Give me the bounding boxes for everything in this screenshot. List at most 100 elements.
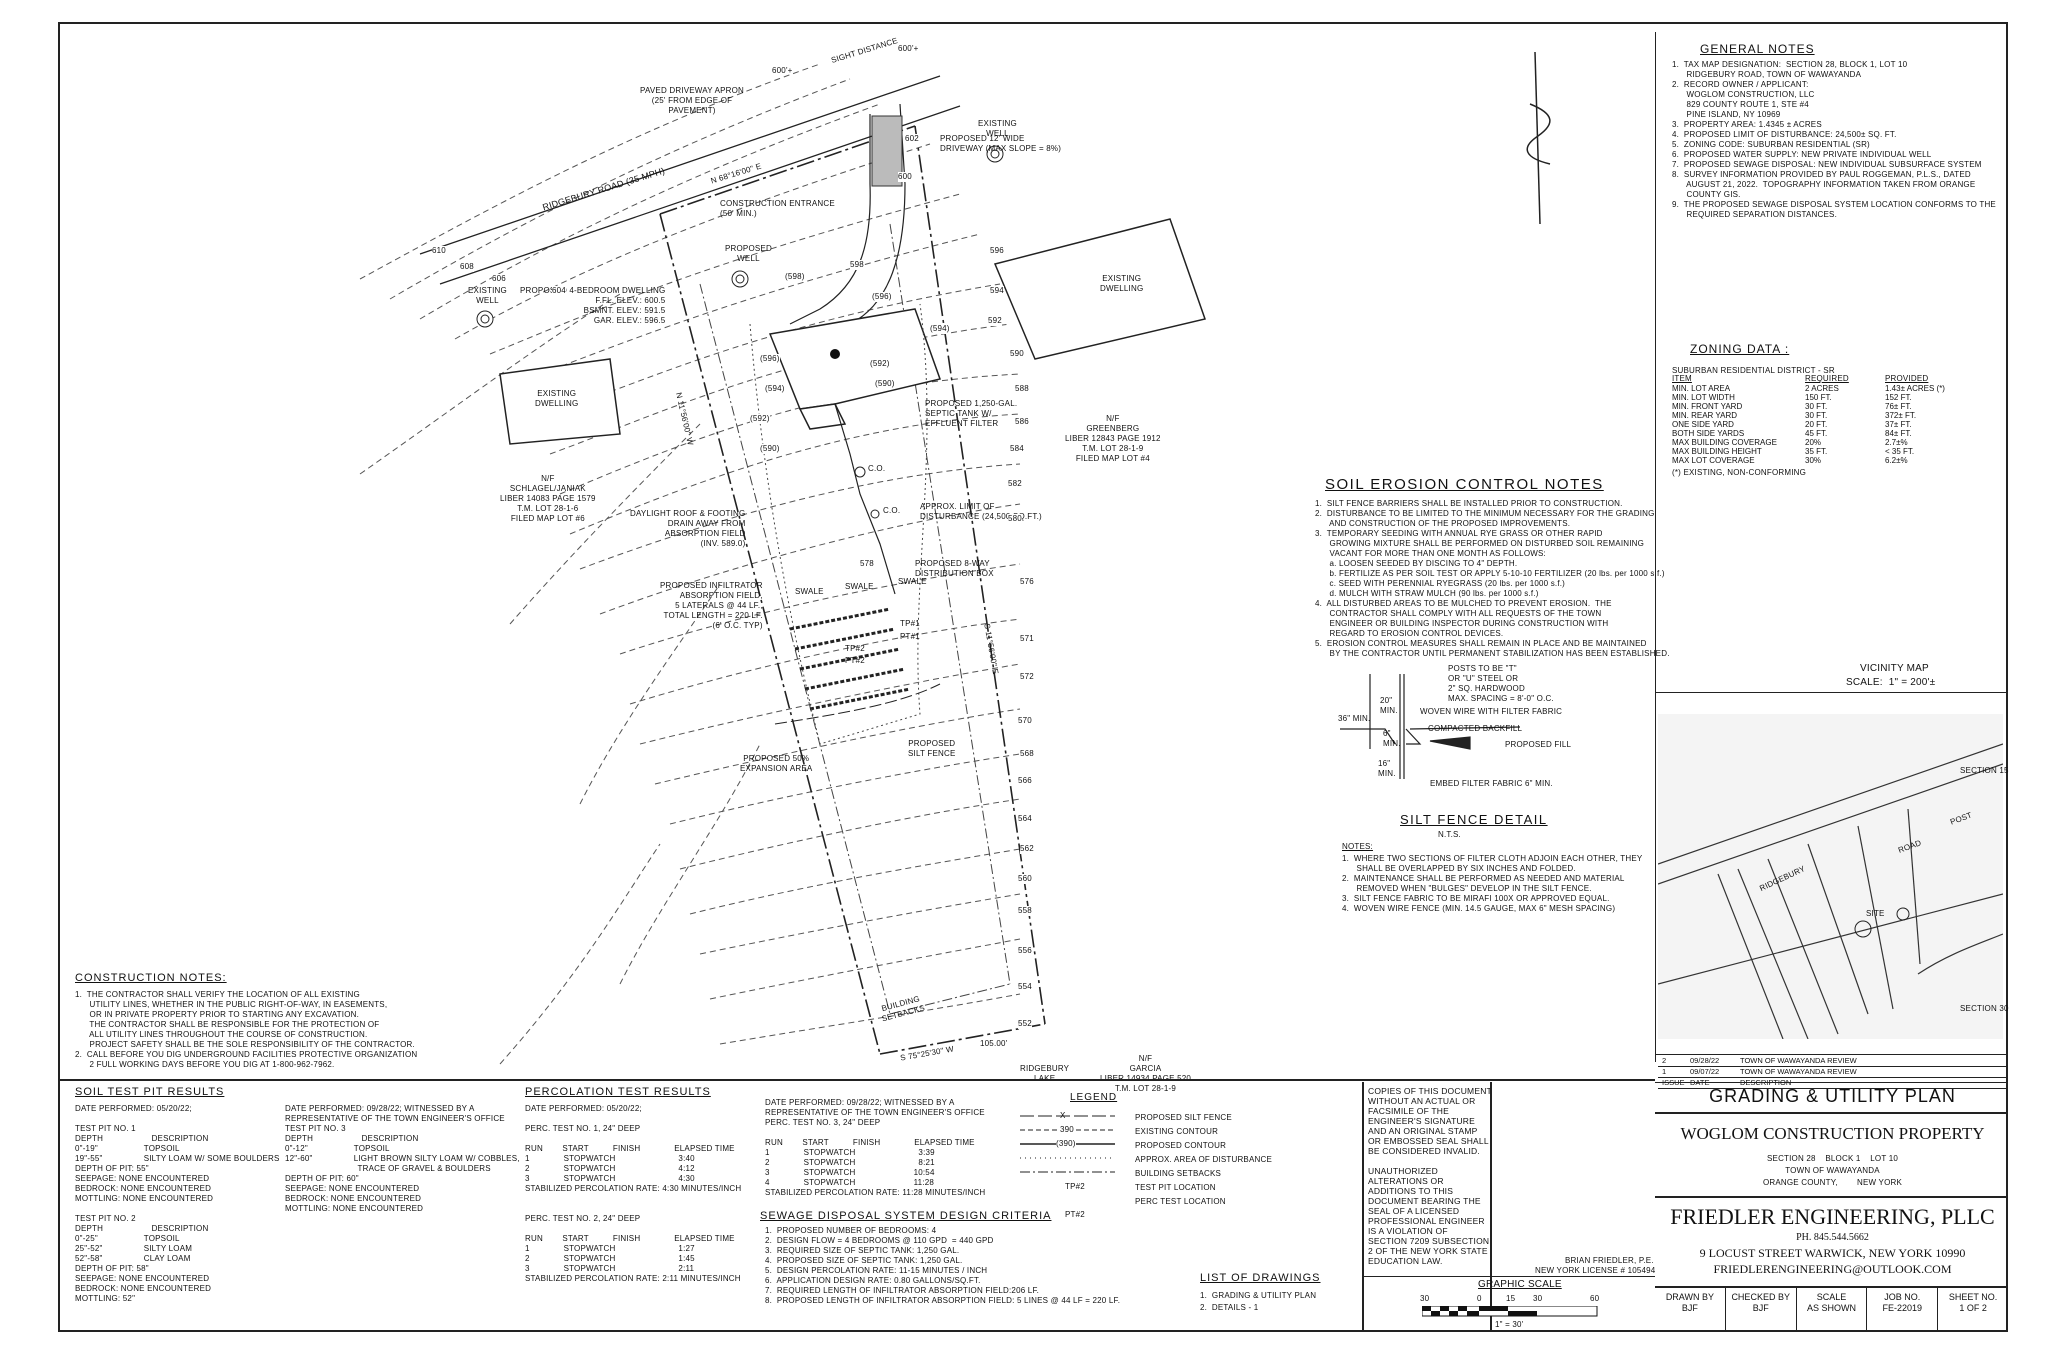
title-cell-value: BJF — [1681, 1303, 1698, 1313]
zoning-cell: 35 FT. — [1805, 447, 1828, 456]
perc-test-line: 3 STOPWATCH 2:11 — [525, 1264, 695, 1273]
engineer-license: NEW YORK LICENSE # 105494 — [1535, 1266, 1656, 1275]
silt-woven-label: WOVEN WIRE WITH FILTER FABRIC — [1420, 707, 1563, 716]
vicinity-top-rule — [1655, 692, 2008, 693]
vicinity-map — [1658, 714, 2003, 1039]
legend-item: APPROX. AREA OF DISTURBANCE — [1135, 1155, 1272, 1164]
title-cell-label: SHEET NO. — [1948, 1292, 1998, 1302]
general-note-line: 2. RECORD OWNER / APPLICANT: — [1672, 80, 1809, 89]
silt-posts-label: POSTS TO BE "T" OR "U" STEEL OR 2" SQ. H… — [1448, 664, 1554, 703]
revision-top-rule — [1655, 1054, 2008, 1055]
soil-test-line: MOTTLING: NONE ENCOUNTERED — [75, 1194, 214, 1203]
silt-dim-16: 16" MIN. — [1378, 759, 1396, 778]
zoning-cell: MIN. LOT WIDTH — [1672, 393, 1735, 402]
perc-test-line — [525, 1194, 741, 1204]
garcia-parcel-label: N/F GARCIA LIBER 14934 PAGE 520 T.M. LOT… — [1100, 1054, 1191, 1093]
perc-test-right: DATE PERFORMED: 09/28/22; WITNESSED BY A… — [765, 1098, 985, 1198]
north-arrow-icon — [1526, 51, 1551, 225]
zoning-cell: 45 FT. — [1805, 429, 1828, 438]
soil-erosion-line: a. LOOSEN SEEDED BY DISCING TO 4" DEPTH. — [1315, 559, 1518, 568]
construction-note-line: PROJECT SAFETY SHALL BE THE SOLE RESPONS… — [75, 1040, 415, 1049]
silt-note-line: 2. MAINTENANCE SHALL BE PERFORMED AS NEE… — [1342, 874, 1625, 883]
test-pit-1-label: TP#1 — [900, 619, 920, 628]
firm-email: FRIEDLERENGINEERING@OUTLOOK.COM — [1713, 1262, 1952, 1276]
soil-test-line: 52"-58" CLAY LOAM — [75, 1254, 191, 1263]
revision-cell: 1 — [1662, 1067, 1667, 1076]
sewage-line: 5. DESIGN PERCOLATION RATE: 11-15 MINUTE… — [765, 1266, 988, 1275]
proposed-contour-label: (596) — [760, 354, 780, 364]
general-note-line: 3. PROPERTY AREA: 1.4345 ± ACRES — [1672, 120, 1822, 129]
revision-cell: 2 — [1662, 1056, 1667, 1065]
title-block-rule-2 — [1655, 1196, 2008, 1198]
construction-entrance-label: CONSTRUCTION ENTRANCE (50' MIN.) — [720, 199, 835, 218]
contour-label: 571 — [1020, 634, 1034, 644]
swale-label-2: SWALE — [845, 582, 874, 591]
south-distance-label: 105.00' — [980, 1039, 1008, 1048]
soil-test-line: TEST PIT NO. 2 — [75, 1214, 136, 1223]
soil-erosion-title: SOIL EROSION CONTROL NOTES — [1325, 476, 1604, 493]
silt-note-line: 4. WOVEN WIRE FENCE (MIN. 14.5 GAUGE, MA… — [1342, 904, 1616, 913]
revision-cell: TOWN OF WAWAYANDA REVIEW — [1740, 1067, 1857, 1076]
distribution-box-label: PROPOSED 8-WAY DISTRIBUTION BOX — [915, 559, 994, 578]
construction-note-line: 2. CALL BEFORE YOU DIG UNDERGROUND FACIL… — [75, 1050, 418, 1059]
general-note-line: AUGUST 21, 2022. TOPOGRAPHY INFORMATION … — [1672, 180, 1976, 189]
soil-test-line: DEPTH DESCRIPTION — [75, 1134, 209, 1143]
general-note-line: 829 COUNTY ROUTE 1, STE #4 — [1672, 100, 1809, 109]
soil-erosion-line: 1. SILT FENCE BARRIERS SHALL BE INSTALLE… — [1315, 499, 1623, 508]
general-notes-list: 1. TAX MAP DESIGNATION: SECTION 28, BLOC… — [1672, 60, 1996, 220]
driveway-label: PROPOSED 12' WIDE DRIVEWAY (MAX SLOPE = … — [940, 134, 1062, 153]
soil-erosion-line: d. MULCH WITH STRAW MULCH (90 lbs. per 1… — [1315, 589, 1539, 598]
right-panel-divider — [1655, 32, 1656, 1062]
title-cell-label: CHECKED BY — [1731, 1292, 1790, 1302]
zoning-cell: 372± FT. — [1885, 411, 1917, 420]
sewage-line: 3. REQUIRED SIZE OF SEPTIC TANK: 1,250 G… — [765, 1246, 960, 1255]
soil-test-line: SEEPAGE: NONE ENCOUNTERED — [75, 1274, 210, 1283]
soil-test-line: BEDROCK: NONE ENCOUNTERED — [75, 1184, 212, 1193]
construction-note-line: OR IN PRIVATE PROPERTY PRIOR TO STARTING… — [75, 1010, 360, 1019]
construction-note-line: 1. THE CONTRACTOR SHALL VERIFY THE LOCAT… — [75, 990, 360, 999]
firm-address: 9 LOCUST STREET WARWICK, NEW YORK 10990 — [1699, 1246, 1966, 1260]
zoning-cell: 152 FT. — [1885, 393, 1912, 402]
zoning-cell: MIN. REAR YARD — [1672, 411, 1738, 420]
plan-title: GRADING & UTILITY PLAN — [1709, 1086, 1956, 1106]
zoning-cell: 20% — [1805, 438, 1822, 447]
general-note-line: WOGLOM CONSTRUCTION, LLC — [1672, 90, 1815, 99]
soil-test-line: TEST PIT NO. 1 — [75, 1124, 136, 1133]
vicinity-scale: SCALE: 1" = 200'± — [1846, 677, 1936, 688]
notice-divider — [1362, 1082, 1364, 1332]
proposed-well-label: PROPOSED WELL — [725, 244, 772, 263]
title-cell-label: SCALE — [1816, 1292, 1847, 1302]
perc-test-left: DATE PERFORMED: 05/20/22; PERC. TEST NO.… — [525, 1104, 741, 1284]
vicinity-section-15: SECTION 15 — [1960, 766, 2009, 775]
proposed-contour-label: (590) — [875, 379, 895, 389]
zoning-cell: 30% — [1805, 456, 1822, 465]
contour-label: 610 — [432, 246, 446, 256]
proposed-contour-label: (592) — [870, 359, 890, 369]
perc-test-title: PERCOLATION TEST RESULTS — [525, 1086, 711, 1098]
proposed-contour-label: (592) — [750, 414, 770, 424]
contour-label: 564 — [1018, 814, 1032, 824]
perc-test-line: RUN START FINISH ELAPSED TIME — [765, 1138, 975, 1147]
perc-test-line: PERC. TEST NO. 3, 24" DEEP — [765, 1118, 881, 1127]
proposed-contour-label: (598) — [785, 272, 805, 282]
contour-label: 556 — [1018, 946, 1032, 956]
silt-embed-label: EMBED FILTER FABRIC 6" MIN. — [1430, 779, 1553, 788]
perc-test-line: PERC. TEST NO. 1, 24" DEEP — [525, 1124, 641, 1133]
firm-phone: PH. 845.544.5662 — [1796, 1232, 1869, 1243]
silt-dim-20: 20" MIN. — [1380, 696, 1398, 715]
sight-distance-west: 600'+ — [772, 66, 793, 75]
silt-notes-title: NOTES: — [1342, 842, 1373, 851]
perc-test-line — [525, 1114, 741, 1124]
contour-label: 578 — [860, 559, 874, 569]
revision-cell: 09/07/22 — [1690, 1067, 1720, 1076]
sewage-line: 6. APPLICATION DESIGN RATE: 0.80 GALLONS… — [765, 1276, 981, 1285]
soil-erosion-line: GROWING MIXTURE SHALL BE PERFORMED ON DI… — [1315, 539, 1645, 548]
